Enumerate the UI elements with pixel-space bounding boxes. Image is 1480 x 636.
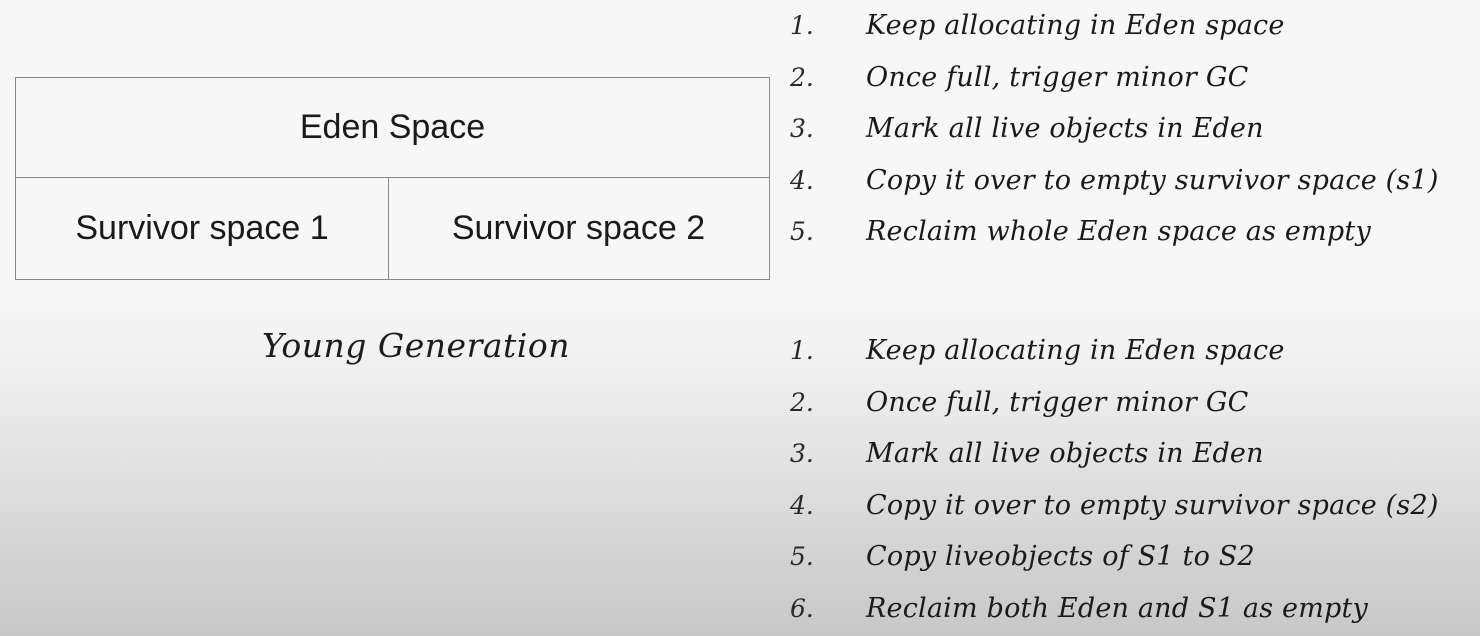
step-number: 2. bbox=[790, 62, 814, 92]
young-generation-diagram: Eden Space Survivor space 1 Survivor spa… bbox=[15, 77, 770, 280]
step-text: Once full, trigger minor GC bbox=[866, 61, 1249, 93]
list-item: 5. Reclaim whole Eden space as empty bbox=[790, 206, 1439, 258]
list-item: 5. Copy liveobjects of S1 to S2 bbox=[790, 531, 1439, 583]
survivor-space-1-label: Survivor space 1 bbox=[75, 208, 329, 247]
step-number: 5. bbox=[790, 217, 814, 247]
survivor-space-2-box: Survivor space 2 bbox=[388, 177, 769, 279]
step-text: Keep allocating in Eden space bbox=[866, 335, 1285, 367]
survivor-space-2-label: Survivor space 2 bbox=[451, 208, 706, 247]
list-item: 2. Once full, trigger minor GC bbox=[790, 377, 1439, 429]
step-number: 1. bbox=[790, 11, 814, 41]
step-text: Reclaim both Eden and S1 as empty bbox=[866, 592, 1368, 624]
second-gc-steps-list: 1. Keep allocating in Eden space 2. Once… bbox=[790, 325, 1439, 634]
step-number: 4. bbox=[790, 165, 814, 195]
survivor-space-1-box: Survivor space 1 bbox=[16, 177, 389, 279]
young-generation-caption: Young Generation bbox=[262, 326, 570, 365]
step-number: 6. bbox=[790, 593, 814, 623]
step-number: 3. bbox=[790, 439, 814, 469]
first-gc-steps-list: 1. Keep allocating in Eden space 2. Once… bbox=[790, 0, 1439, 258]
eden-space-label: Eden Space bbox=[299, 108, 486, 146]
list-item: 4. Copy it over to empty survivor space … bbox=[790, 155, 1439, 207]
list-item: 1. Keep allocating in Eden space bbox=[790, 0, 1439, 52]
list-item: 2. Once full, trigger minor GC bbox=[790, 52, 1439, 104]
step-number: 5. bbox=[790, 542, 814, 572]
eden-space-box: Eden Space bbox=[16, 78, 769, 178]
step-number: 2. bbox=[790, 387, 814, 417]
step-number: 4. bbox=[790, 490, 814, 520]
step-text: Copy liveobjects of S1 to S2 bbox=[866, 541, 1255, 573]
step-text: Copy it over to empty survivor space (s2… bbox=[866, 489, 1439, 521]
step-text: Reclaim whole Eden space as empty bbox=[866, 216, 1371, 248]
list-item: 1. Keep allocating in Eden space bbox=[790, 325, 1439, 377]
step-text: Keep allocating in Eden space bbox=[866, 10, 1285, 42]
step-number: 3. bbox=[790, 114, 814, 144]
step-number: 1. bbox=[790, 336, 814, 366]
list-item: 3. Mark all live objects in Eden bbox=[790, 103, 1439, 155]
step-text: Mark all live objects in Eden bbox=[866, 113, 1264, 145]
step-text: Once full, trigger minor GC bbox=[866, 386, 1249, 418]
step-text: Mark all live objects in Eden bbox=[866, 438, 1264, 470]
step-text: Copy it over to empty survivor space (s1… bbox=[866, 164, 1439, 196]
list-item: 4. Copy it over to empty survivor space … bbox=[790, 480, 1439, 532]
list-item: 6. Reclaim both Eden and S1 as empty bbox=[790, 583, 1439, 635]
list-item: 3. Mark all live objects in Eden bbox=[790, 428, 1439, 480]
